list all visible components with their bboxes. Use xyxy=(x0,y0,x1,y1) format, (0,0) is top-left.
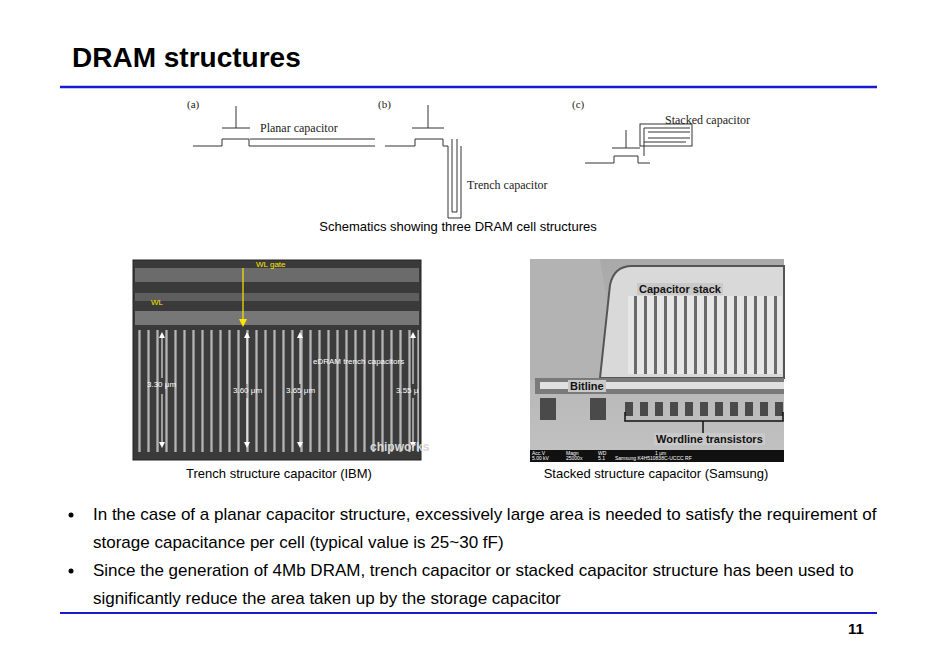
drawing-part xyxy=(413,334,414,384)
drawing-part xyxy=(535,378,784,394)
sem-label: Capacitor stack xyxy=(637,283,723,295)
dimension-label: 3.30 μm xyxy=(147,380,176,389)
drawing-part xyxy=(626,130,627,148)
drawing-part xyxy=(600,266,784,378)
drawing-part xyxy=(159,442,165,448)
drawing-part xyxy=(135,293,419,301)
bullet-dot xyxy=(69,513,74,518)
drawing-part xyxy=(385,139,461,218)
drawing-part xyxy=(628,296,782,374)
sem-info: 25000x xyxy=(566,455,582,461)
drawing-part xyxy=(300,334,301,384)
drawing-part xyxy=(244,332,250,338)
drawing-part xyxy=(412,128,444,129)
drawing-part xyxy=(193,139,375,146)
drawing-part xyxy=(625,412,783,421)
drawing-part xyxy=(135,268,419,282)
sem-label: Wordline transistors xyxy=(654,433,765,445)
drawing-part xyxy=(648,138,690,139)
drawing-part xyxy=(625,412,783,434)
dimension-label: 3.65 μm xyxy=(286,386,315,395)
drawing-part xyxy=(540,398,783,420)
panel-letter: (b) xyxy=(378,98,391,110)
drawing-part xyxy=(135,311,419,325)
drawing-part xyxy=(540,398,556,420)
panel-letter: (a) xyxy=(187,98,199,110)
drawing-part xyxy=(530,259,784,462)
sem-label: eDRAM trench capacitors xyxy=(313,357,404,366)
drawing-part xyxy=(590,398,606,420)
bullet-text: In the case of a planar capacitor struct… xyxy=(93,501,883,557)
drawing-part xyxy=(715,402,723,416)
watermark: chipworks xyxy=(370,440,429,454)
figure-caption: Schematics showing three DRAM cell struc… xyxy=(319,219,596,234)
drawing-part xyxy=(135,330,419,452)
drawing-part xyxy=(244,442,250,448)
drawing-part xyxy=(644,142,686,143)
schematic-label: Planar capacitor xyxy=(260,121,338,136)
drawing-part xyxy=(685,402,693,416)
drawing-part xyxy=(585,156,650,163)
drawing-part xyxy=(760,402,768,416)
drawing-part xyxy=(452,139,457,212)
drawing-part xyxy=(133,260,421,460)
drawing-part xyxy=(247,334,248,384)
drawing-part xyxy=(300,398,301,446)
sem-label: WL gate xyxy=(256,260,286,269)
drawing-part xyxy=(428,105,429,128)
drawing-part xyxy=(297,442,303,448)
sem-label: Bitline xyxy=(568,380,606,392)
trench-sem-image xyxy=(133,260,421,460)
header-rule xyxy=(60,86,877,89)
drawing-part xyxy=(159,332,165,338)
drawing-part xyxy=(730,402,738,416)
stacked-cell-schematic xyxy=(585,124,692,163)
drawing-part xyxy=(745,402,753,416)
drawing-part xyxy=(242,268,243,320)
schematic-label: Stacked capacitor xyxy=(665,113,750,128)
page-number: 11 xyxy=(848,620,864,637)
bullet-text: Since the generation of 4Mb DRAM, trench… xyxy=(93,557,883,613)
drawing-part xyxy=(236,106,237,128)
drawing-part xyxy=(625,402,633,416)
drawing-part xyxy=(162,334,163,378)
sem-info: 5.1 xyxy=(598,455,605,461)
sem-info: 5.00 kV xyxy=(532,455,549,461)
dimension-label: 3.55 μ xyxy=(396,386,418,395)
footer-rule xyxy=(60,612,877,614)
drawing-part xyxy=(644,128,690,156)
sem-info: Samsung K4H510838C-UCCC RF xyxy=(615,455,692,461)
sem-label: WL xyxy=(151,298,163,307)
drawing-part xyxy=(239,319,247,327)
drawing-part xyxy=(640,124,692,146)
drawing-part xyxy=(648,132,690,133)
bullet-dot xyxy=(69,569,74,574)
drawing-part xyxy=(159,332,416,448)
trench-cell-schematic xyxy=(385,105,461,218)
drawing-part xyxy=(670,402,678,416)
slide-title: DRAM structures xyxy=(72,42,301,74)
figure-caption: Stacked structure capacitor (Samsung) xyxy=(544,466,769,481)
drawing-part xyxy=(410,332,416,338)
drawing-part xyxy=(297,332,303,338)
panel-letter: (c) xyxy=(572,98,584,110)
dimension-label: 3.60 μm xyxy=(233,386,262,395)
drawing-part xyxy=(162,394,163,446)
drawing-part xyxy=(640,402,648,416)
planar-cell-schematic xyxy=(193,106,375,146)
figure-caption: Trench structure capacitor (IBM) xyxy=(186,466,372,481)
drawing-part xyxy=(247,398,248,446)
drawing-part xyxy=(700,402,708,416)
stacked-sem-image xyxy=(530,259,784,462)
drawing-part xyxy=(612,148,640,149)
drawing-part xyxy=(655,402,663,416)
drawing-part xyxy=(775,402,783,416)
drawing-part xyxy=(250,139,375,140)
drawing-part xyxy=(162,334,413,446)
drawing-part xyxy=(413,398,414,446)
drawing-part xyxy=(222,128,250,129)
drawing-part xyxy=(530,450,784,462)
schematic-label: Trench capacitor xyxy=(467,178,548,193)
